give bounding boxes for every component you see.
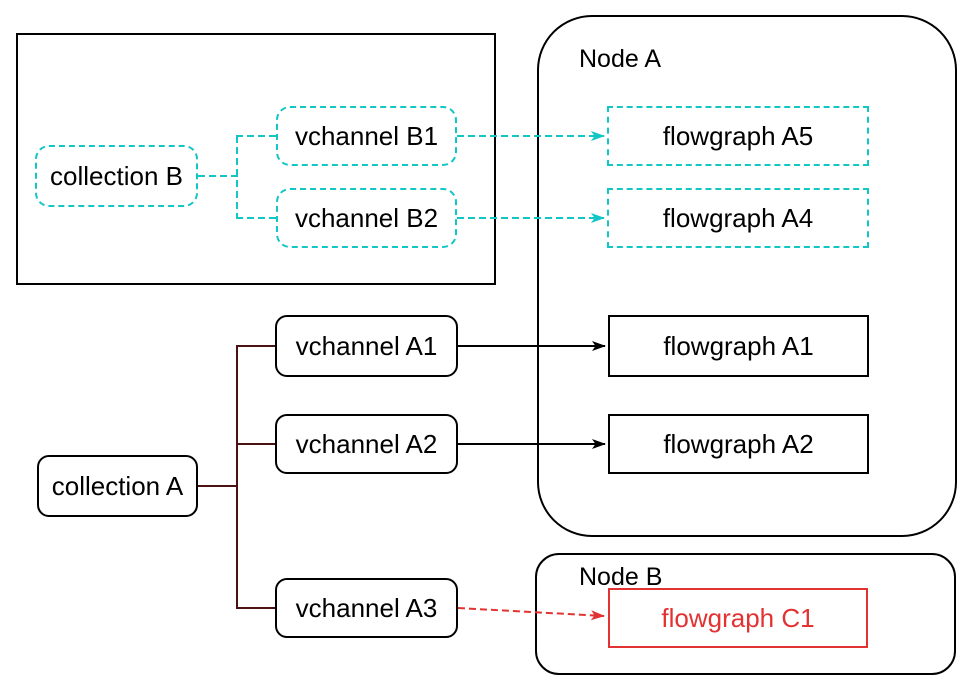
collection-b-panel	[16, 33, 496, 285]
edge-vchannel-a3-to-flowgraph-c1	[457, 607, 605, 621]
node-b-container: Node B	[535, 553, 956, 675]
collection-a-node: collection A	[37, 455, 198, 517]
flowgraph-a2-node: flowgraph A2	[608, 414, 869, 474]
flowgraph-a5-node: flowgraph A5	[607, 106, 869, 166]
edge-collection-a-tree	[198, 345, 275, 609]
flowgraph-a4-node: flowgraph A4	[607, 188, 869, 248]
collection-b-node: collection B	[35, 145, 198, 207]
flowgraph-c1-node: flowgraph C1	[608, 588, 868, 648]
edge-collection-b-tree	[198, 135, 276, 219]
node-a-container: Node A	[537, 15, 957, 537]
vchannel-a3-node: vchannel A3	[275, 578, 458, 638]
vchannel-a2-node: vchannel A2	[275, 414, 458, 474]
vchannel-a1-node: vchannel A1	[275, 315, 458, 377]
vchannel-b2-node: vchannel B2	[276, 188, 457, 248]
flowgraph-a1-node: flowgraph A1	[608, 315, 869, 377]
node-b-label: Node B	[579, 563, 663, 591]
vchannel-b1-node: vchannel B1	[276, 106, 457, 166]
node-a-label: Node A	[579, 45, 662, 73]
